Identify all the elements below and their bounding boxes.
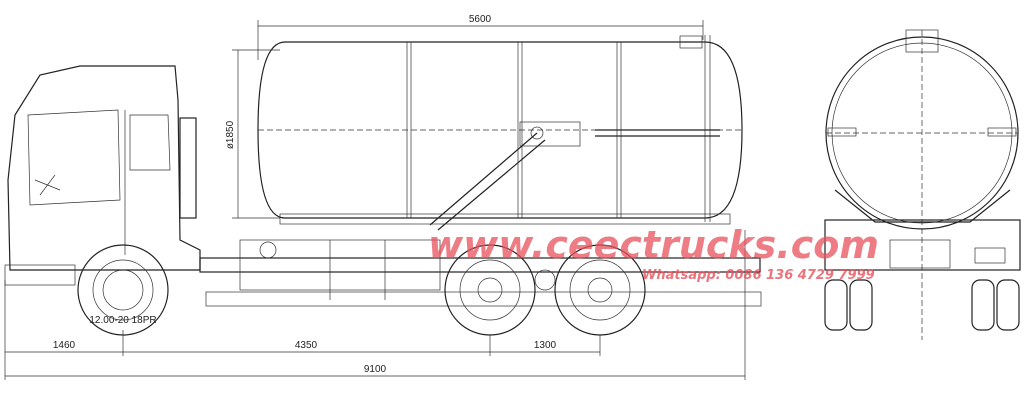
- watermark-site: www.ceectrucks.com: [428, 223, 879, 267]
- front-wheel: 12.00-20 18PR: [77, 244, 169, 336]
- rear-view: [824, 29, 1021, 340]
- tire-label: 12.00-20 18PR: [89, 315, 156, 326]
- dimension-lines: 5600 ø1850 1460 4350 1300 9100: [4, 14, 746, 380]
- tank-diameter-dimension: ø1850: [225, 120, 236, 149]
- tank-length-dimension: 5600: [469, 14, 492, 25]
- rear-axle-spacing-dimension: 1300: [534, 340, 557, 351]
- cab: [4, 65, 201, 286]
- front-overhang-dimension: 1460: [53, 340, 76, 351]
- wheelbase-dimension: 4350: [295, 340, 318, 351]
- overall-length-dimension: 9100: [364, 364, 387, 375]
- chassis: [199, 239, 762, 307]
- watermark-contact: Whatsapp: 0086 136 4729 7999: [642, 268, 875, 283]
- tank-side-view: [257, 35, 743, 231]
